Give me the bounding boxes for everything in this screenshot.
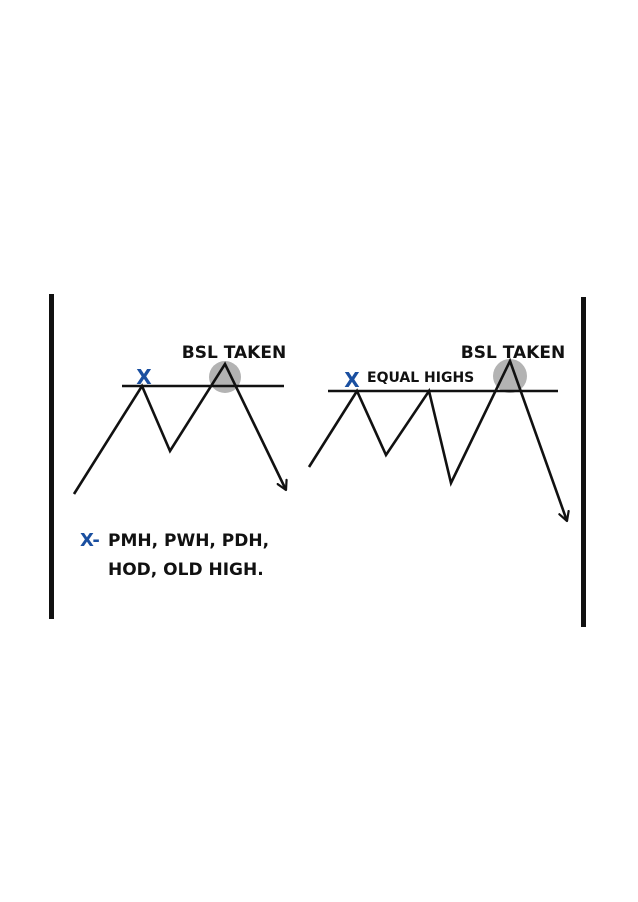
equal-highs-label: EQUAL HIGHS — [367, 370, 474, 386]
legend: X- PMH, PWH, PDH, HOD, OLD HIGH. — [80, 530, 269, 580]
left-bsl-taken-label: BSL TAKEN — [182, 343, 286, 363]
left-frame-bar — [49, 294, 54, 619]
right-x-marker: X — [344, 368, 360, 392]
right-bsl-taken-label: BSL TAKEN — [461, 343, 565, 363]
left-price-path — [72, 361, 286, 495]
left-diagram: X BSL TAKEN — [72, 343, 286, 495]
right-diagram: X EQUAL HIGHS BSL TAKEN — [307, 343, 567, 521]
legend-x-marker: X- — [80, 530, 100, 551]
right-frame-bar — [581, 297, 586, 627]
left-x-marker: X — [136, 365, 152, 389]
legend-line-1: PMH, PWH, PDH, — [108, 531, 269, 551]
right-price-path — [307, 357, 567, 521]
legend-line-2: HOD, OLD HIGH. — [108, 560, 264, 580]
